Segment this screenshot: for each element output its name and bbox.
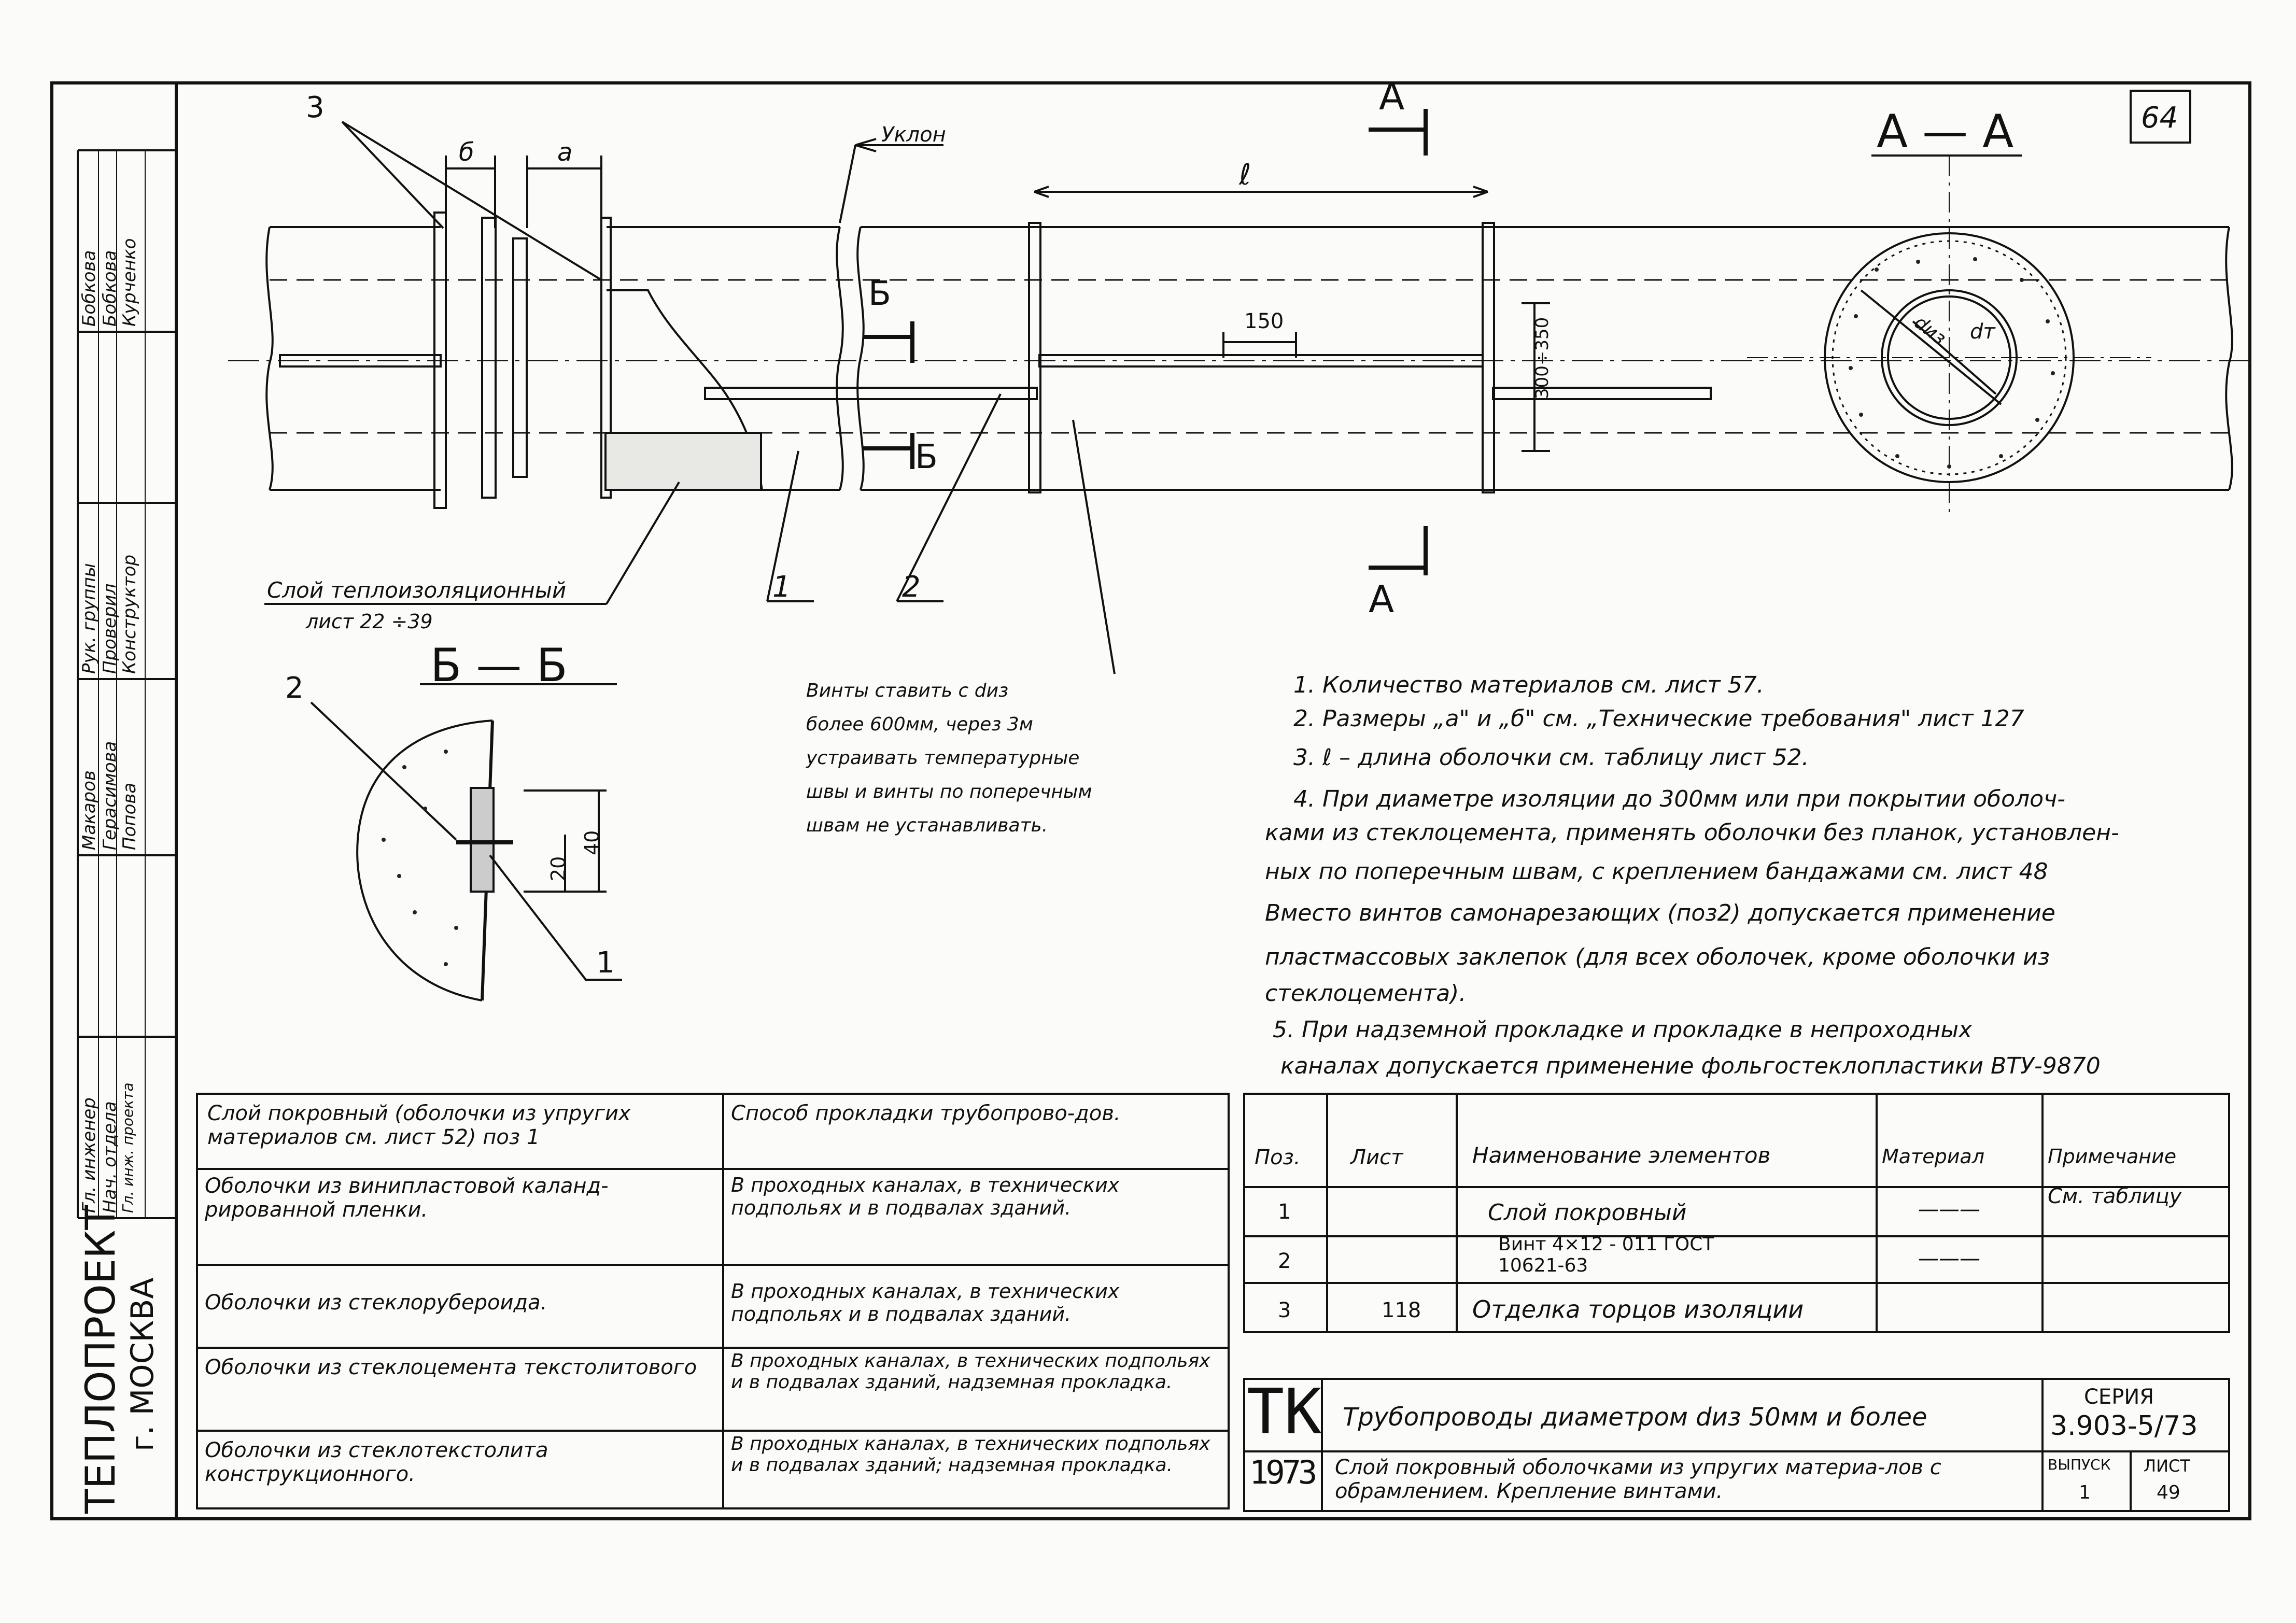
spec-header-pos: Поз.: [1255, 1146, 1301, 1169]
coating-method-cell: В проходных каналах, в технических подпо…: [731, 1174, 1120, 1219]
note-line: 4. При диаметре изоляции до 300мм или пр…: [1293, 786, 2065, 812]
role-dept-head: Нач. отдела: [100, 1101, 120, 1213]
note-line: 3. ℓ – длина оболочки см. таблицу лист 5…: [1293, 744, 1809, 771]
note-line: 2. Размеры „а" и „б" см. „Технические тр…: [1293, 705, 2024, 732]
role-designer: Конструктор: [119, 554, 140, 674]
spec-header-note: Примечание: [2048, 1145, 2177, 1168]
issue-label: ВЫПУСК: [2048, 1456, 2111, 1473]
coating-material-cell: Оболочки из стеклорубероида.: [205, 1291, 547, 1315]
spec-material-cell: ———: [1918, 1247, 1980, 1271]
screw-note-line: швы и винты по поперечным: [806, 781, 1092, 802]
screw-note-line: швам не устанавливать.: [806, 815, 1048, 836]
spec-name-cell: Слой покровный: [1488, 1199, 1687, 1226]
section-b-mark-bottom: Б: [915, 438, 938, 476]
title-block-tk: ТК: [1247, 1376, 1322, 1448]
diameter-t-label: dт: [1970, 320, 1995, 344]
name-bobkova: Бобкова: [79, 250, 100, 327]
org-name: ТЕПЛОПРОЕКТ: [78, 1205, 124, 1514]
coating-table-header-method: Способ прокладки трубопрово-дов.: [731, 1102, 1121, 1125]
name-popova: Попова: [119, 782, 140, 850]
note-line: 1. Количество материалов см. лист 57.: [1293, 672, 1764, 698]
coating-table-header-layer: Слой покровный (оболочки из упругих мате…: [207, 1102, 631, 1149]
note-line: ками из стеклоцемента, применять оболочк…: [1265, 820, 2119, 846]
screw-note-line: Винты ставить с dиз: [806, 680, 1009, 701]
name-bobkova-2: Бобкова: [100, 250, 120, 327]
name-kurchenko: Курченко: [119, 238, 140, 327]
dim-l-label: ℓ: [1239, 158, 1251, 192]
dim-150-label: 150: [1244, 309, 1284, 333]
slope-label: Уклон: [881, 123, 946, 147]
section-bb-title: Б — Б: [430, 639, 568, 692]
coating-material-cell: Оболочки из винипластовой каланд-рирован…: [205, 1174, 609, 1222]
role-chief-project-engineer: Гл. инж. проекта: [119, 1082, 136, 1213]
org-city: г. МОСКВА: [124, 1277, 161, 1451]
dim-40-label: 40: [581, 830, 603, 855]
insulation-sheet-ref: лист 22 ÷39: [306, 610, 433, 633]
note-line: стеклоцемента).: [1265, 980, 1467, 1007]
callout-bb-1: 1: [596, 946, 615, 980]
issue-number: 1: [2079, 1482, 2091, 1503]
coating-material-cell: Оболочки из стеклоцемента текстолитового: [205, 1356, 697, 1379]
title-block-subtitle: Слой покровный оболочками из упругих мат…: [1335, 1456, 1941, 1503]
dim-b-label: б: [459, 138, 474, 167]
insulation-texture: [382, 257, 2055, 966]
callout-3: 3: [306, 91, 325, 124]
spec-pos-cell: 3: [1278, 1299, 1291, 1322]
screw-note-line: устраивать температурные: [806, 747, 1080, 769]
section-aa-title: А — А: [1877, 105, 2014, 158]
coating-method-cell: В проходных каналах, в технических подпо…: [731, 1433, 1210, 1476]
name-makarov: Макаров: [79, 770, 100, 850]
note-line: Вместо винтов самонарезающих (поз2) допу…: [1265, 900, 2055, 926]
coating-method-cell: В проходных каналах, в технических подпо…: [731, 1350, 1210, 1393]
note-line: каналах допускается применение фольгосте…: [1280, 1053, 2101, 1079]
note-line: пластмассовых заклепок (для всех оболоче…: [1265, 944, 2050, 970]
sheet-label: ЛИСТ: [2144, 1456, 2190, 1476]
callout-1: 1: [772, 570, 791, 604]
spec-pos-cell: 1: [1278, 1200, 1291, 1224]
note-line: 5. При надземной прокладке и прокладке в…: [1273, 1017, 1973, 1043]
role-checker: Проверил: [100, 583, 120, 674]
title-block-title: Трубопроводы диаметром dиз 50мм и более: [1343, 1403, 1927, 1432]
section-a-mark-top: А: [1379, 75, 1405, 118]
sheet-number-title-block: 49: [2157, 1482, 2180, 1503]
spec-sheet-cell: 118: [1382, 1299, 1421, 1322]
note-line: ных по поперечным швам, с креплением бан…: [1265, 858, 2048, 885]
sheet-number: 64: [2141, 101, 2178, 135]
name-gerasimova: Герасимова: [100, 741, 120, 850]
role-group-lead: Рук. группы: [79, 563, 100, 674]
series-number: 3.903-5/73: [2050, 1410, 2198, 1442]
dim-300-350-label: 300÷350: [1532, 317, 1553, 399]
spec-name-cell: Отделка торцов изоляции: [1472, 1295, 1804, 1323]
coating-method-cell: В проходных каналах, в технических подпо…: [731, 1280, 1120, 1325]
spec-note-cell: См. таблицу: [2048, 1184, 2182, 1208]
spec-header-name: Наименование элементов: [1472, 1142, 1771, 1168]
callout-bb-2: 2: [285, 671, 304, 705]
spec-header-sheet: Лист: [1350, 1146, 1403, 1169]
dim-a-label: а: [557, 138, 573, 167]
callout-2: 2: [902, 570, 921, 604]
spec-pos-cell: 2: [1278, 1249, 1291, 1273]
dim-20-label: 20: [547, 856, 570, 881]
spec-name-cell: Винт 4×12 - 011 ГОСТ 10621-63: [1498, 1234, 1714, 1277]
series-label: СЕРИЯ: [2084, 1385, 2154, 1409]
coating-material-cell: Оболочки из стеклотекстолита конструкцио…: [205, 1438, 548, 1486]
title-block-year: 1973: [1249, 1453, 1317, 1491]
section-b-mark-top: Б: [868, 275, 891, 313]
spec-header-material: Материал: [1882, 1145, 1984, 1168]
section-a-mark-bottom: А: [1369, 577, 1394, 621]
role-chief-engineer: Гл. инженер: [79, 1097, 100, 1213]
spec-material-cell: ———: [1918, 1197, 1980, 1221]
insulation-label: Слой теплоизоляционный: [267, 577, 567, 603]
screw-note-line: более 600мм, через 3м: [806, 714, 1033, 735]
